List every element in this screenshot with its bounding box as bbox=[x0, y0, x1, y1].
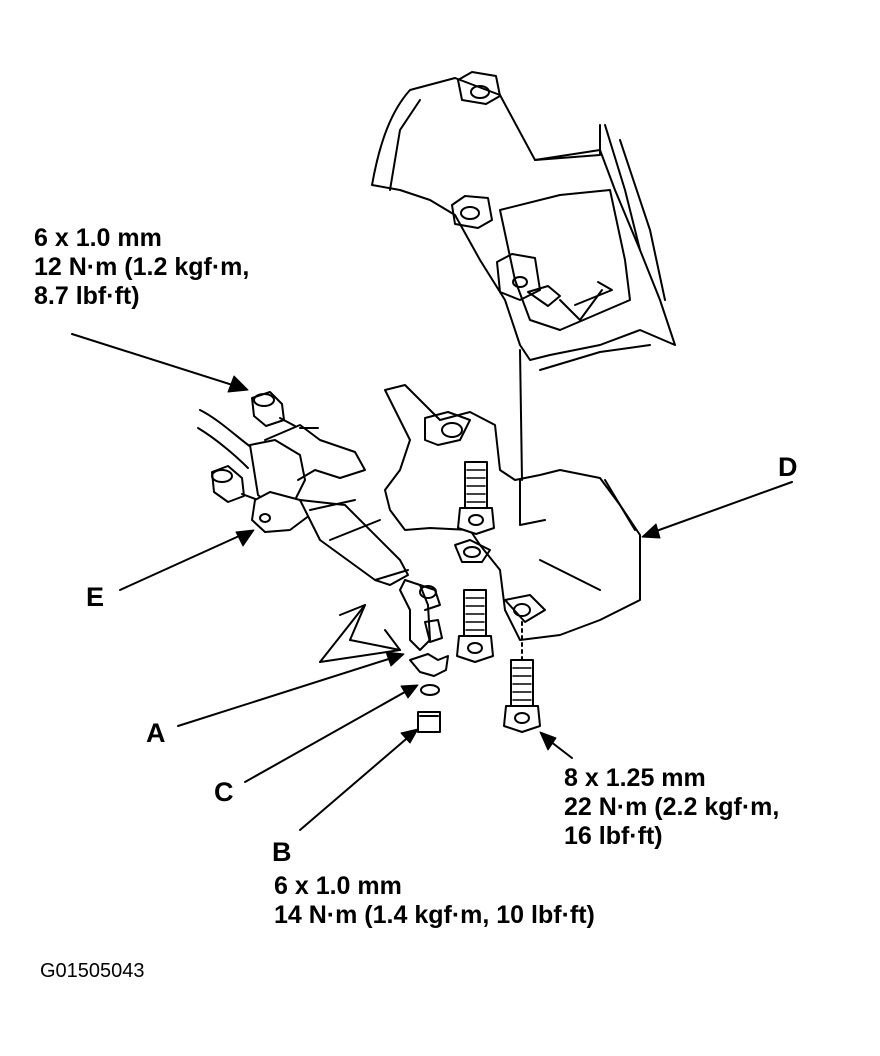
label-b: B bbox=[272, 837, 292, 867]
callout-bottom-center: 6 x 1.0 mm 14 N·m (1.4 kgf·m, 10 lbf·ft) bbox=[274, 872, 595, 930]
leader-lines bbox=[71, 333, 793, 831]
mounting-bracket bbox=[384, 384, 641, 641]
bracket-bolt-lower bbox=[456, 589, 494, 663]
bolt-b bbox=[417, 711, 441, 733]
engine-housing bbox=[371, 71, 676, 481]
bracket-bolt-upper bbox=[457, 461, 495, 535]
callout-top-left-size: 6 x 1.0 mm bbox=[34, 224, 162, 252]
callout-bottom-right: 8 x 1.25 mm 22 N·m (2.2 kgf·m, 16 lbf·ft… bbox=[564, 764, 779, 851]
label-a: A bbox=[146, 718, 166, 748]
callout-top-left-torque: 12 N·m (1.2 kgf·m, bbox=[34, 253, 250, 281]
mount-bolt-8mm bbox=[503, 621, 541, 733]
callout-bottom-right-torque-lbf: 16 lbf·ft) bbox=[564, 822, 663, 850]
washer-c bbox=[420, 684, 440, 696]
component-e-assembly bbox=[197, 391, 443, 651]
clip-a bbox=[409, 653, 449, 677]
callout-bottom-right-size: 8 x 1.25 mm bbox=[564, 764, 706, 792]
callout-bottom-center-torque: 14 N·m (1.4 kgf·m, 10 lbf·ft) bbox=[274, 901, 595, 929]
callout-top-left: 6 x 1.0 mm 12 N·m (1.2 kgf·m, 8.7 lbf·ft… bbox=[34, 224, 249, 311]
label-d: D bbox=[778, 452, 798, 482]
label-c: C bbox=[214, 777, 234, 807]
callout-bottom-center-size: 6 x 1.0 mm bbox=[274, 872, 402, 900]
direction-arrow bbox=[319, 604, 401, 663]
figure-code: G01505043 bbox=[40, 960, 145, 982]
callout-top-left-torque-lbf: 8.7 lbf·ft) bbox=[34, 282, 140, 310]
callout-bottom-right-torque: 22 N·m (2.2 kgf·m, bbox=[564, 793, 780, 821]
label-e: E bbox=[86, 582, 105, 612]
